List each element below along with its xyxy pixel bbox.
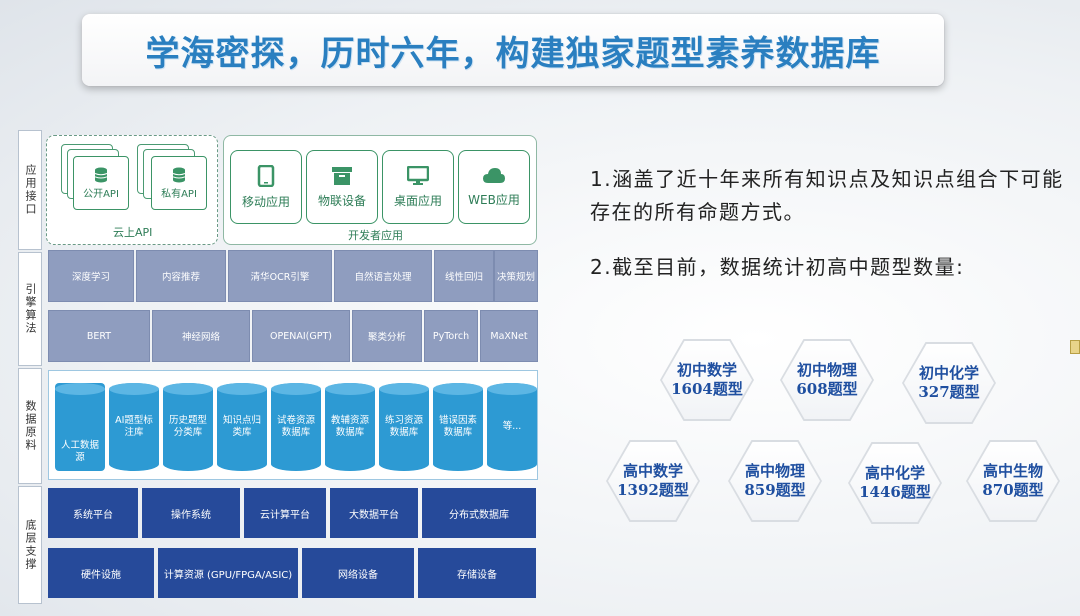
base-cell: 操作系统 xyxy=(142,488,240,538)
subject-name: 高中化学 xyxy=(864,464,925,482)
web-app-label: WEB应用 xyxy=(468,192,520,207)
desktop-app-label: 桌面应用 xyxy=(393,193,442,208)
base-cell: 分布式数据库 xyxy=(422,488,536,538)
desktop-app-card: 桌面应用 xyxy=(382,150,454,224)
subject-count: 1392题型 xyxy=(617,481,689,499)
subject-name: 高中物理 xyxy=(744,462,805,480)
subject-name: 初中数学 xyxy=(676,361,737,379)
subject-count: 608题型 xyxy=(796,380,858,398)
base-cell: 计算资源 (GPU/FPGA/ASIC) xyxy=(158,548,298,598)
subject-count: 327题型 xyxy=(918,383,980,401)
base-cell: 网络设备 xyxy=(302,548,414,598)
data-source-cylinder: AI题型标注库 xyxy=(109,383,159,471)
data-source-cylinder: 教辅资源数据库 xyxy=(325,383,375,471)
mobile-app-label: 移动应用 xyxy=(241,194,290,209)
engine-cell: 决策规划 xyxy=(494,250,538,302)
engine-cell: PyTorch xyxy=(424,310,478,362)
layer-label-app-interface: 应用接口 xyxy=(18,130,42,250)
subject-count: 1604题型 xyxy=(671,380,743,398)
data-source-cylinder: 练习资源数据库 xyxy=(379,383,429,471)
developer-apps-group: 移动应用 物联设备 桌面应用 WEB应用 开发者应用 xyxy=(223,135,537,245)
engine-cell: 深度学习 xyxy=(48,250,134,302)
engine-cell: 清华OCR引擎 xyxy=(228,250,332,302)
cloud-api-caption: 云上API xyxy=(113,226,153,239)
public-api-label: 公开API xyxy=(83,188,119,200)
engine-cell: BERT xyxy=(48,310,150,362)
layer-label-data: 数据原料 xyxy=(18,368,42,484)
iot-device-card: 物联设备 xyxy=(306,150,378,224)
subject-name: 初中化学 xyxy=(918,364,979,382)
engine-cell: 内容推荐 xyxy=(136,250,226,302)
engine-cell: 聚类分析 xyxy=(352,310,422,362)
engine-cell: 线性回归 xyxy=(434,250,494,302)
database-icon xyxy=(94,167,108,182)
subject-count: 859题型 xyxy=(744,481,806,499)
subject-name: 高中数学 xyxy=(622,462,683,480)
mobile-app-card: 移动应用 xyxy=(230,150,302,224)
page-title: 学海密探，历时六年，构建独家题型素养数据库 xyxy=(145,33,881,74)
data-source-cylinder: 试卷资源数据库 xyxy=(271,383,321,471)
database-icon xyxy=(172,167,186,182)
data-sources-group: 人工数据源 AI题型标注库 历史题型分类库 知识点归类库 试卷资源数据库 教辅资… xyxy=(48,370,538,480)
layer-label-base: 底层支撑 xyxy=(18,486,42,604)
developer-apps-caption: 开发者应用 xyxy=(348,229,403,242)
architecture-diagram: 应用接口 引擎算法 数据原料 底层支撑 公开API xyxy=(18,130,540,604)
engine-cell: MaXNet xyxy=(480,310,538,362)
public-api-card: 公开API xyxy=(73,156,129,210)
cloud-icon xyxy=(483,167,505,183)
description-points: 1.涵盖了近十年来所有知识点及知识点组合下可能存在的所有命题方式。 2.截至目前… xyxy=(590,163,1070,284)
data-source-cylinder: 历史题型分类库 xyxy=(163,383,213,471)
base-cell: 大数据平台 xyxy=(330,488,418,538)
web-app-card: WEB应用 xyxy=(458,150,530,224)
base-cell: 系统平台 xyxy=(48,488,138,538)
iot-device-label: 物联设备 xyxy=(317,193,366,208)
data-source-cylinder: 错误因素数据库 xyxy=(433,383,483,471)
point-two: 2.截至目前，数据统计初高中题型数量: xyxy=(590,255,965,279)
subject-name: 高中生物 xyxy=(982,462,1043,480)
data-source-cylinder: 等... xyxy=(487,383,537,471)
tablet-icon xyxy=(257,164,275,187)
subject-count: 1446题型 xyxy=(859,483,931,501)
engine-cell: 自然语言处理 xyxy=(334,250,432,302)
layer-label-engine: 引擎算法 xyxy=(18,252,42,366)
monitor-icon xyxy=(407,165,429,185)
point-one: 1.涵盖了近十年来所有知识点及知识点组合下可能存在的所有命题方式。 xyxy=(590,167,1064,224)
base-cell: 存储设备 xyxy=(418,548,536,598)
title-banner: 学海密探，历时六年，构建独家题型素养数据库 xyxy=(82,14,944,86)
base-cell: 硬件设施 xyxy=(48,548,154,598)
box-icon xyxy=(332,166,352,185)
engine-cell: 神经网络 xyxy=(152,310,250,362)
data-source-cylinder: 人工数据源 xyxy=(55,383,105,471)
data-source-cylinder: 知识点归类库 xyxy=(217,383,267,471)
base-cell: 云计算平台 xyxy=(244,488,326,538)
subject-name: 初中物理 xyxy=(796,361,857,379)
private-api-label: 私有API xyxy=(161,188,197,200)
private-api-card: 私有API xyxy=(151,156,207,210)
scroll-marker[interactable] xyxy=(1070,340,1080,354)
cloud-api-group: 公开API 私有API 云上API xyxy=(46,135,218,245)
subject-count: 870题型 xyxy=(982,481,1044,499)
engine-cell: OPENAI(GPT) xyxy=(252,310,350,362)
